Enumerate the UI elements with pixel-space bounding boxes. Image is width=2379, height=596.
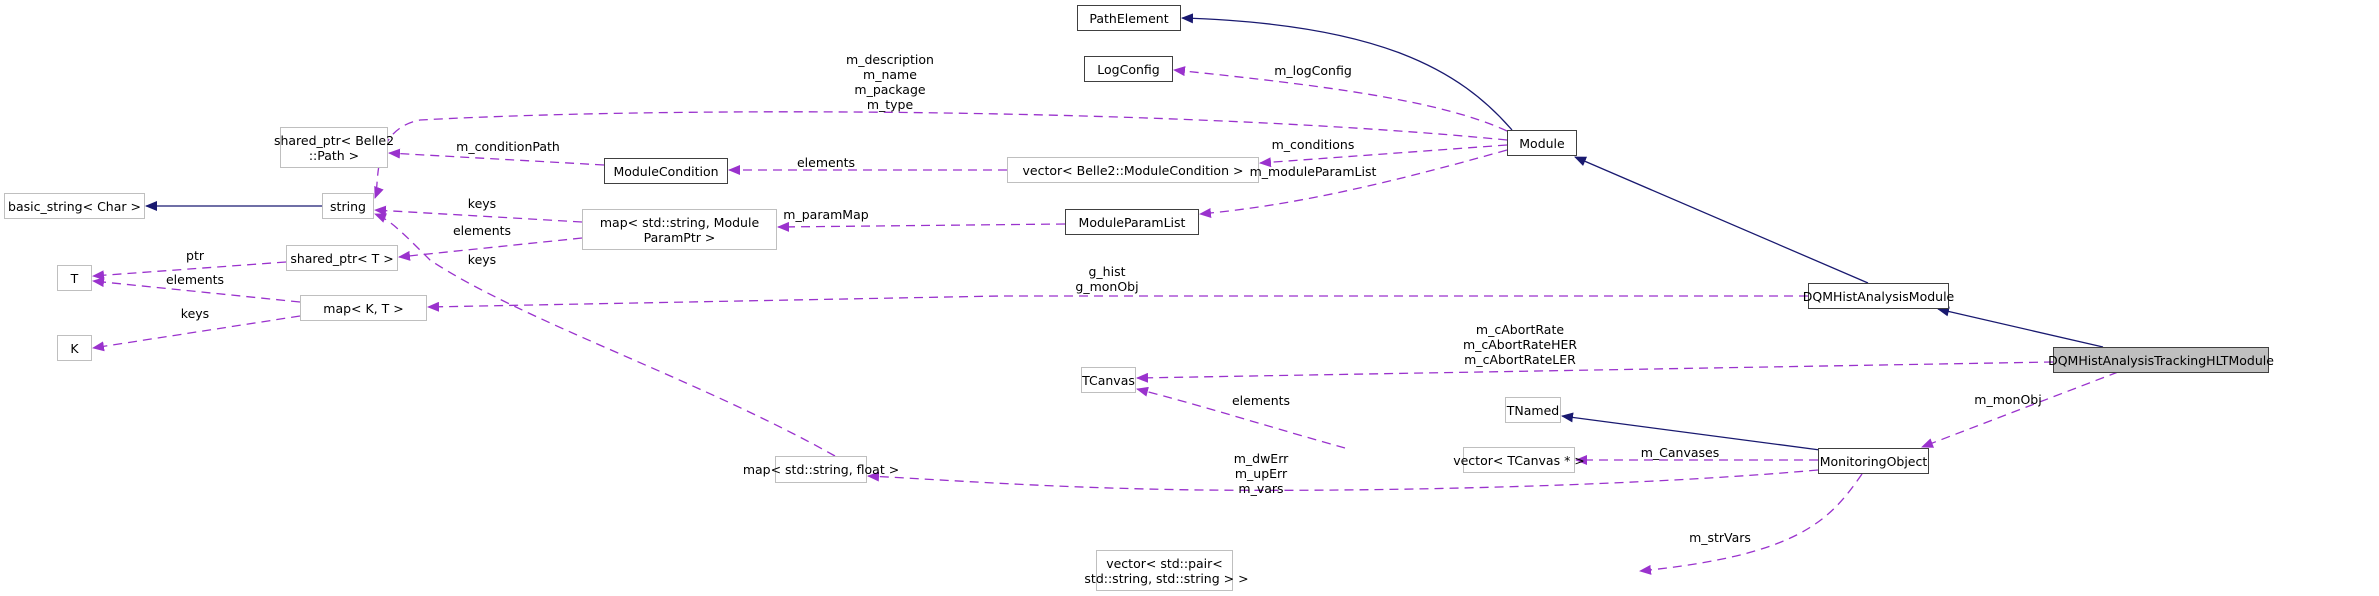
node-dqm-tracking-hlt-module[interactable]: DQMHistAnalysisTrackingHLTModule — [2048, 347, 2274, 373]
node-shared-ptr-path[interactable]: shared_ptr< Belle2 ::Path > — [274, 127, 394, 168]
edge-label-module-strings: m_description m_name m_package m_type — [846, 52, 934, 112]
node-vector-tcanvas[interactable]: vector< TCanvas * > — [1453, 447, 1585, 473]
edge-module-to-string — [374, 111, 1508, 199]
edge-label-mon-obj: m_monObj — [1974, 392, 2042, 407]
edge-label-param-elements: elements — [452, 223, 512, 238]
node-tcanvas[interactable]: TCanvas — [1081, 367, 1136, 393]
edge-dqmhist-to-map-kt — [427, 295, 1808, 312]
edge-sharedptr-t-to-t — [92, 261, 287, 281]
edge-module-to-paramlist — [1199, 149, 1508, 218]
node-module-param-list[interactable]: ModuleParamList — [1065, 209, 1199, 235]
edge-vector-tcanvas-to-tcanvas — [1136, 386, 1346, 449]
node-log-config[interactable]: LogConfig — [1084, 56, 1173, 82]
node-string[interactable]: string — [322, 193, 374, 219]
node-k[interactable]: K — [57, 335, 92, 361]
edge-monobj-to-tnamed — [1561, 412, 1821, 451]
edge-label-str-vars: m_strVars — [1689, 530, 1751, 545]
edge-module-to-logconfig — [1173, 66, 1508, 132]
edge-tracking-to-dqmhist — [1937, 306, 2104, 348]
edge-label-hist-monobj: g_hist g_monObj — [1075, 264, 1139, 294]
edge-tracking-to-tcanvas — [1136, 361, 2054, 383]
node-module-condition[interactable]: ModuleCondition — [604, 158, 728, 184]
edge-tracking-to-monobj — [1921, 371, 2119, 448]
node-vector-module-condition[interactable]: vector< Belle2::ModuleCondition > — [1007, 157, 1259, 183]
edge-label-canvas-elements: elements — [1231, 393, 1291, 408]
edge-monobj-to-map-float — [867, 469, 1819, 491]
edge-module-to-pathelement — [1181, 13, 1513, 131]
node-t[interactable]: T — [57, 265, 92, 291]
node-path-element[interactable]: PathElement — [1077, 5, 1181, 31]
node-map-string-float[interactable]: map< std::string, float > — [743, 456, 899, 483]
edge-map-param-to-sharedptr-t — [398, 237, 583, 261]
node-map-kt[interactable]: map< K, T > — [300, 295, 427, 321]
edge-monobj-to-vector-pair — [1639, 473, 1863, 575]
node-monitoring-object[interactable]: MonitoringObject — [1818, 448, 1929, 474]
edge-map-float-to-string — [374, 213, 836, 457]
edge-label-module-param-list: m_moduleParamList — [1249, 164, 1377, 179]
edge-label-float-keys: keys — [467, 252, 497, 267]
edge-module-to-vector-condition — [1259, 144, 1508, 168]
edge-label-vars: m_dwErr m_upErr m_vars — [1233, 451, 1289, 496]
edge-label-condition-path: m_conditionPath — [456, 139, 560, 154]
node-module[interactable]: Module — [1507, 130, 1577, 156]
edge-label-param-map: m_paramMap — [783, 207, 869, 222]
edge-map-kt-to-k — [92, 315, 301, 352]
node-tnamed[interactable]: TNamed — [1505, 397, 1561, 423]
edge-map-param-to-string — [374, 205, 583, 223]
edge-paramlist-to-map-param — [777, 221, 1066, 232]
edge-label-conditions-elements: elements — [796, 155, 856, 170]
edge-label-param-keys: keys — [467, 196, 497, 211]
edge-label-conditions: m_conditions — [1271, 137, 1355, 152]
edge-label-abort-rates: m_cAbortRate m_cAbortRateHER m_cAbortRat… — [1462, 322, 1578, 367]
node-map-param-ptr[interactable]: map< std::string, Module ParamPtr > — [582, 209, 777, 250]
edge-modulecondition-to-sharedptr-path — [388, 148, 605, 166]
edge-label-kt-keys: keys — [180, 306, 210, 321]
node-basic-string[interactable]: basic_string< Char > — [4, 193, 145, 219]
edge-label-kt-elements: elements — [165, 272, 225, 287]
node-dqm-hist-analysis-module[interactable]: DQMHistAnalysisModule — [1803, 283, 1954, 309]
node-vector-pair[interactable]: vector< std::pair< std::string, std::str… — [1084, 550, 1249, 591]
edge-label-canvases: m_Canvases — [1640, 445, 1720, 460]
edge-label-ptr: ptr — [186, 248, 204, 263]
edge-dqmhist-to-module — [1574, 156, 1869, 284]
edge-map-kt-to-t — [92, 277, 301, 303]
edge-label-log-config: m_logConfig — [1274, 63, 1352, 78]
node-shared-ptr-t[interactable]: shared_ptr< T > — [286, 245, 398, 271]
